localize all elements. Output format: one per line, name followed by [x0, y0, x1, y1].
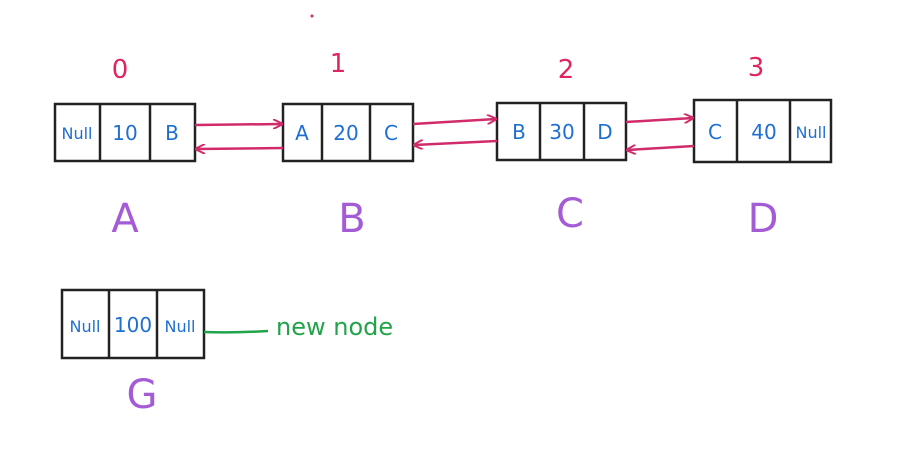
node-name: G	[127, 372, 158, 418]
node-box	[60, 288, 206, 360]
prev-link-arrow	[627, 146, 695, 150]
next-pointer: B	[165, 121, 179, 145]
node-value: 40	[751, 120, 776, 144]
prev-pointer: B	[512, 120, 526, 144]
next-pointer: Null	[796, 123, 827, 142]
next-pointer: D	[597, 120, 612, 144]
next-link-arrow	[625, 118, 693, 122]
new-node-g: Null 100 Null G new node	[60, 288, 393, 418]
node-value: 30	[549, 120, 574, 144]
prev-pointer: Null	[62, 124, 93, 143]
stray-dot	[310, 14, 314, 18]
prev-link-arrow	[196, 148, 284, 149]
node-value: 20	[333, 121, 358, 145]
node-a: 0 Null 10 B A	[53, 55, 197, 242]
prev-pointer: A	[295, 121, 309, 145]
node-d: 3 C 40 Null D	[692, 53, 833, 242]
prev-pointer: C	[708, 120, 722, 144]
next-link-arrow	[194, 124, 282, 125]
node-box	[692, 98, 833, 164]
node-c: 2 B 30 D C	[495, 55, 628, 237]
node-b: 1 A 20 C B	[281, 49, 415, 242]
node-index: 2	[558, 55, 575, 85]
node-name: B	[338, 196, 365, 242]
link-arrows	[195, 118, 694, 150]
node-box	[495, 101, 628, 162]
node-name: D	[748, 196, 779, 242]
new-node-label: new node	[276, 313, 393, 341]
node-value: 10	[112, 121, 137, 145]
node-name: C	[556, 191, 584, 237]
node-name: A	[111, 196, 139, 242]
node-index: 1	[330, 49, 347, 79]
next-link-arrow	[412, 119, 496, 126]
next-pointer: Null	[165, 317, 196, 336]
prev-pointer: Null	[70, 317, 101, 336]
prev-link-arrow	[414, 141, 498, 145]
node-index: 3	[748, 53, 765, 83]
next-pointer: C	[384, 121, 398, 145]
annotation-line	[203, 329, 269, 334]
node-box	[281, 102, 415, 163]
node-value: 100	[114, 313, 152, 337]
node-box	[53, 102, 197, 163]
node-index: 0	[112, 55, 129, 85]
